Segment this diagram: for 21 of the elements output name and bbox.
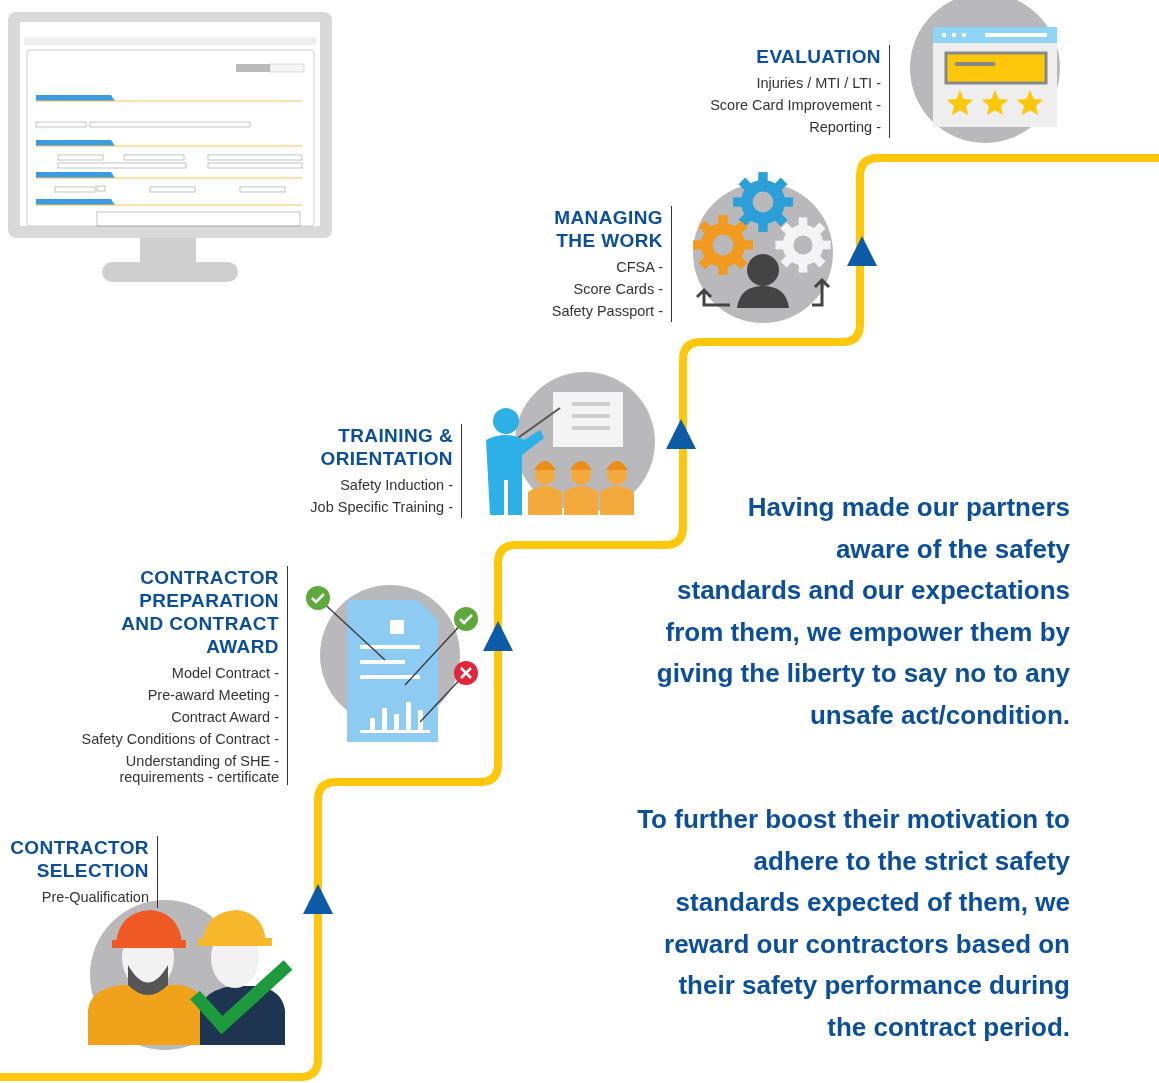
step-item: Understanding of SHE - requirements - certificate xyxy=(118,752,279,785)
step-heading: TRAINING & ORIENTATION xyxy=(319,424,453,470)
step-item: Pre-award Meeting - xyxy=(147,686,279,705)
step-item: Injuries / MTI / LTI - xyxy=(756,74,881,93)
step-item: Score Card Improvement - xyxy=(710,96,881,115)
step-item: Reporting - xyxy=(809,118,881,137)
step-heading: MANAGING THE WORK xyxy=(553,206,663,252)
step-item: Pre-Qualification xyxy=(41,888,149,907)
step-item: Safety Conditions of Contract - xyxy=(81,730,279,749)
step-item: Job Specific Training - xyxy=(310,498,453,517)
step-item: CFSA - xyxy=(616,258,663,277)
step-item: Safety Induction - xyxy=(340,476,453,495)
step-heading: CONTRACTOR SELECTION xyxy=(9,836,149,882)
step-heading: CONTRACTOR PREPARATION AND CONTRACT AWARD xyxy=(120,566,279,658)
step-item: Safety Passport - xyxy=(551,302,663,321)
step-item: Model Contract - xyxy=(171,664,279,683)
step-item: Contract Award - xyxy=(171,708,279,727)
step-heading: EVALUATION xyxy=(756,45,881,68)
step-item: Score Cards - xyxy=(573,280,663,299)
statement-paragraph: To further boost their motivation to adhere to the strict safety standards expected of them, we reward our contractors based on their safety performance during the contract period. xyxy=(636,803,1070,1044)
statement-paragraph: Having made our partners aware of the safety standards and our expectations from them, we empower them by giving the liberty to say no to any unsafe act/condition. xyxy=(655,491,1070,732)
